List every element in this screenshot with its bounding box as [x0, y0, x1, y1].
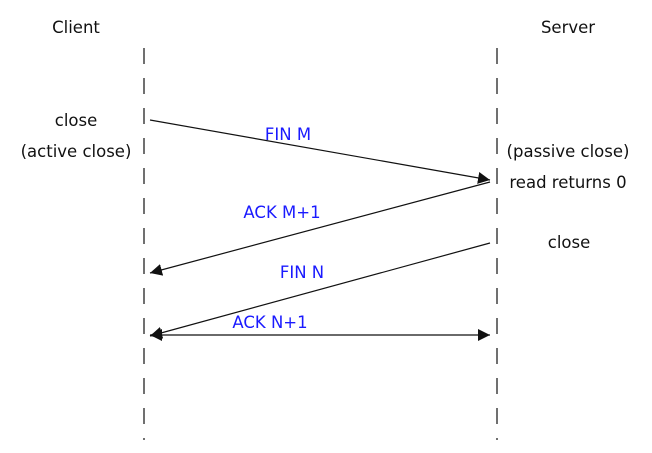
client-header: Client [52, 18, 100, 37]
server-passive-close-note: (passive close) [507, 142, 630, 161]
server-close-note: close [548, 233, 591, 252]
fin-n-label: FIN N [280, 263, 324, 282]
server-header: Server [541, 18, 595, 37]
client-close-note: close [55, 111, 98, 130]
fin-m-label: FIN M [265, 125, 311, 144]
fin-n-arrow [149, 242, 491, 339]
ack-m-label: ACK M+1 [243, 203, 320, 222]
server-read-returns-note: read returns 0 [509, 173, 626, 192]
fin-m-arrow [149, 119, 491, 184]
ack-n-label: ACK N+1 [232, 313, 307, 332]
client-active-close-note: (active close) [21, 142, 132, 161]
ack-m-arrow [149, 181, 491, 276]
